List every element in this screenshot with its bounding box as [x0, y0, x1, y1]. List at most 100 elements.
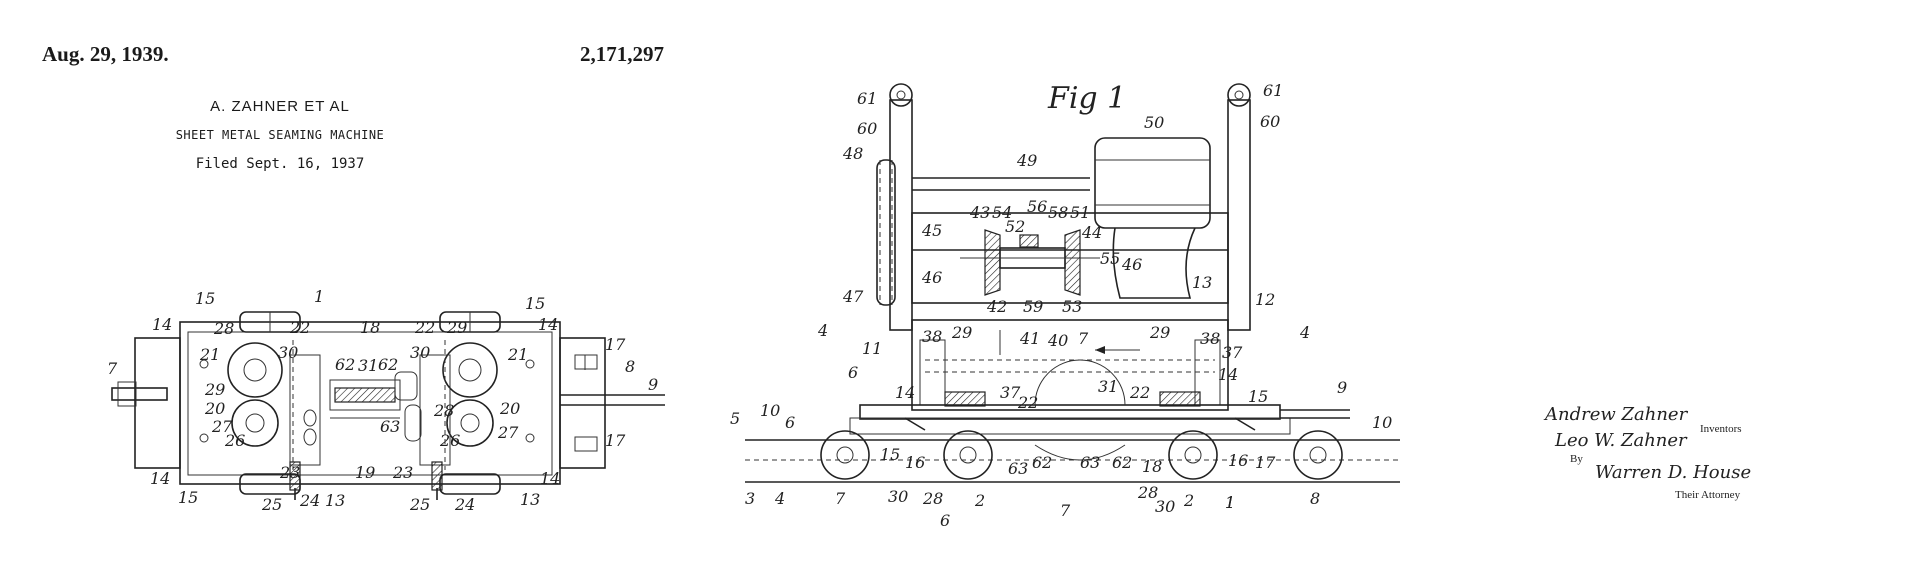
- ref-numeral: 38: [922, 327, 942, 346]
- ref-numeral: 20: [204, 399, 225, 418]
- by-caption: By: [1570, 453, 1583, 465]
- ref-numeral: 29: [446, 318, 467, 337]
- ref-numeral: 47: [842, 287, 864, 306]
- ref-numeral: 42: [986, 297, 1007, 316]
- ref-numeral: 46: [1121, 255, 1142, 274]
- ref-numeral: 1: [1225, 493, 1235, 512]
- ref-numeral: 14: [538, 315, 558, 334]
- ref-numeral: 15: [178, 488, 198, 507]
- ref-numeral: 12: [1255, 290, 1275, 309]
- ref-numeral: 21: [507, 345, 528, 364]
- ref-numeral: 49: [1016, 151, 1037, 170]
- ref-numeral: 31: [358, 356, 378, 375]
- ref-numeral: 38: [1200, 329, 1220, 348]
- ref-numeral: 13: [325, 491, 345, 510]
- ref-numeral: 8: [625, 357, 635, 376]
- ref-numeral: 3: [745, 489, 755, 508]
- ref-numeral: 26: [439, 431, 460, 450]
- ref-numeral: 18: [1142, 457, 1162, 476]
- ref-numeral: 9: [648, 375, 658, 394]
- ref-numeral: 31: [1098, 377, 1118, 396]
- side-view-reference-numerals: 61 61 60 60 48 49 50 54 56 58 51 43 52 4…: [730, 81, 1392, 530]
- ref-numeral: 24: [454, 495, 475, 514]
- ref-numeral: 15: [1248, 387, 1268, 406]
- ref-numeral: 37: [1222, 343, 1243, 362]
- ref-numeral: 28: [433, 401, 454, 420]
- ref-numeral: 14: [895, 383, 915, 402]
- ref-numeral: 28: [213, 319, 234, 338]
- ref-numeral: 23: [279, 463, 300, 482]
- ref-numeral: 14: [152, 315, 172, 334]
- signature-block: Andrew Zahner Inventors Leo W. Zahner By…: [1543, 404, 1751, 501]
- ref-numeral: 7: [835, 489, 846, 508]
- ref-numeral: 6: [848, 363, 858, 382]
- ref-numeral: 53: [1062, 297, 1082, 316]
- ref-numeral: 30: [410, 343, 430, 362]
- ref-numeral: 15: [880, 445, 900, 464]
- inventors-caption: Inventors: [1700, 423, 1742, 435]
- ref-numeral: 59: [1023, 297, 1043, 316]
- ref-numeral: 17: [605, 431, 626, 450]
- ref-numeral: 48: [842, 144, 863, 163]
- inventor-signature-1: Andrew Zahner: [1543, 404, 1689, 425]
- ref-numeral: 13: [520, 490, 540, 509]
- ref-numeral: 15: [525, 294, 545, 313]
- ref-numeral: 2: [1183, 491, 1194, 510]
- ref-numeral: 61: [1263, 81, 1283, 100]
- ref-numeral: 62: [1112, 453, 1132, 472]
- ref-numeral: 62: [335, 355, 355, 374]
- ref-numeral: 56: [1027, 197, 1047, 216]
- ref-numeral: 63: [380, 417, 400, 436]
- ref-numeral: 46: [921, 268, 942, 287]
- ref-numeral: 17: [1255, 453, 1276, 472]
- attorney-signature: Warren D. House: [1595, 462, 1751, 483]
- ref-numeral: 58: [1048, 203, 1068, 222]
- ref-numeral: 25: [409, 495, 430, 514]
- ref-numeral: 27: [497, 423, 519, 442]
- ref-numeral: 8: [1310, 489, 1320, 508]
- ref-numeral: 4: [1299, 323, 1310, 342]
- ref-numeral: 52: [1005, 217, 1025, 236]
- inventor-signature-2: Leo W. Zahner: [1554, 430, 1688, 451]
- ref-numeral: 6: [785, 413, 795, 432]
- ref-numeral: 22: [414, 318, 435, 337]
- ref-numeral: 15: [195, 289, 215, 308]
- ref-numeral: 1: [314, 287, 324, 306]
- ref-numeral: 19: [355, 463, 375, 482]
- ref-numeral: 14: [540, 469, 560, 488]
- ref-numeral: 10: [760, 401, 780, 420]
- ref-numeral: 25: [261, 495, 282, 514]
- ref-numeral: 10: [1372, 413, 1392, 432]
- ref-numeral: 9: [1337, 378, 1347, 397]
- plan-view-drawing: [112, 312, 665, 500]
- ref-numeral: 20: [499, 399, 520, 418]
- ref-numeral: 14: [150, 469, 170, 488]
- ref-numeral: 2: [974, 491, 985, 510]
- ref-numeral: 22: [289, 318, 310, 337]
- ref-numeral: 63: [1080, 453, 1100, 472]
- ref-numeral: 60: [857, 119, 877, 138]
- ref-numeral: 4: [774, 489, 785, 508]
- ref-numeral: 21: [199, 345, 220, 364]
- ref-numeral: 30: [1155, 497, 1175, 516]
- ref-numeral: 22: [1017, 393, 1038, 412]
- ref-numeral: 7: [107, 359, 118, 378]
- ref-numeral: 62: [1032, 453, 1052, 472]
- ref-numeral: 13: [1192, 273, 1212, 292]
- ref-numeral: 22: [1129, 383, 1150, 402]
- ref-numeral: 28: [922, 489, 943, 508]
- ref-numeral: 29: [204, 380, 225, 399]
- ref-numeral: 23: [392, 463, 413, 482]
- ref-numeral: 50: [1144, 113, 1164, 132]
- ref-numeral: 60: [1260, 112, 1280, 131]
- ref-numeral: 18: [360, 318, 380, 337]
- ref-numeral: 30: [888, 487, 908, 506]
- ref-numeral: 30: [278, 343, 298, 362]
- attorney-caption: Their Attorney: [1675, 489, 1741, 501]
- ref-numeral: 29: [951, 323, 972, 342]
- ref-numeral: 62: [378, 355, 398, 374]
- ref-numeral: 41: [1019, 329, 1040, 348]
- ref-numeral: 40: [1047, 331, 1068, 350]
- ref-numeral: 51: [1070, 203, 1090, 222]
- ref-numeral: 5: [730, 409, 740, 428]
